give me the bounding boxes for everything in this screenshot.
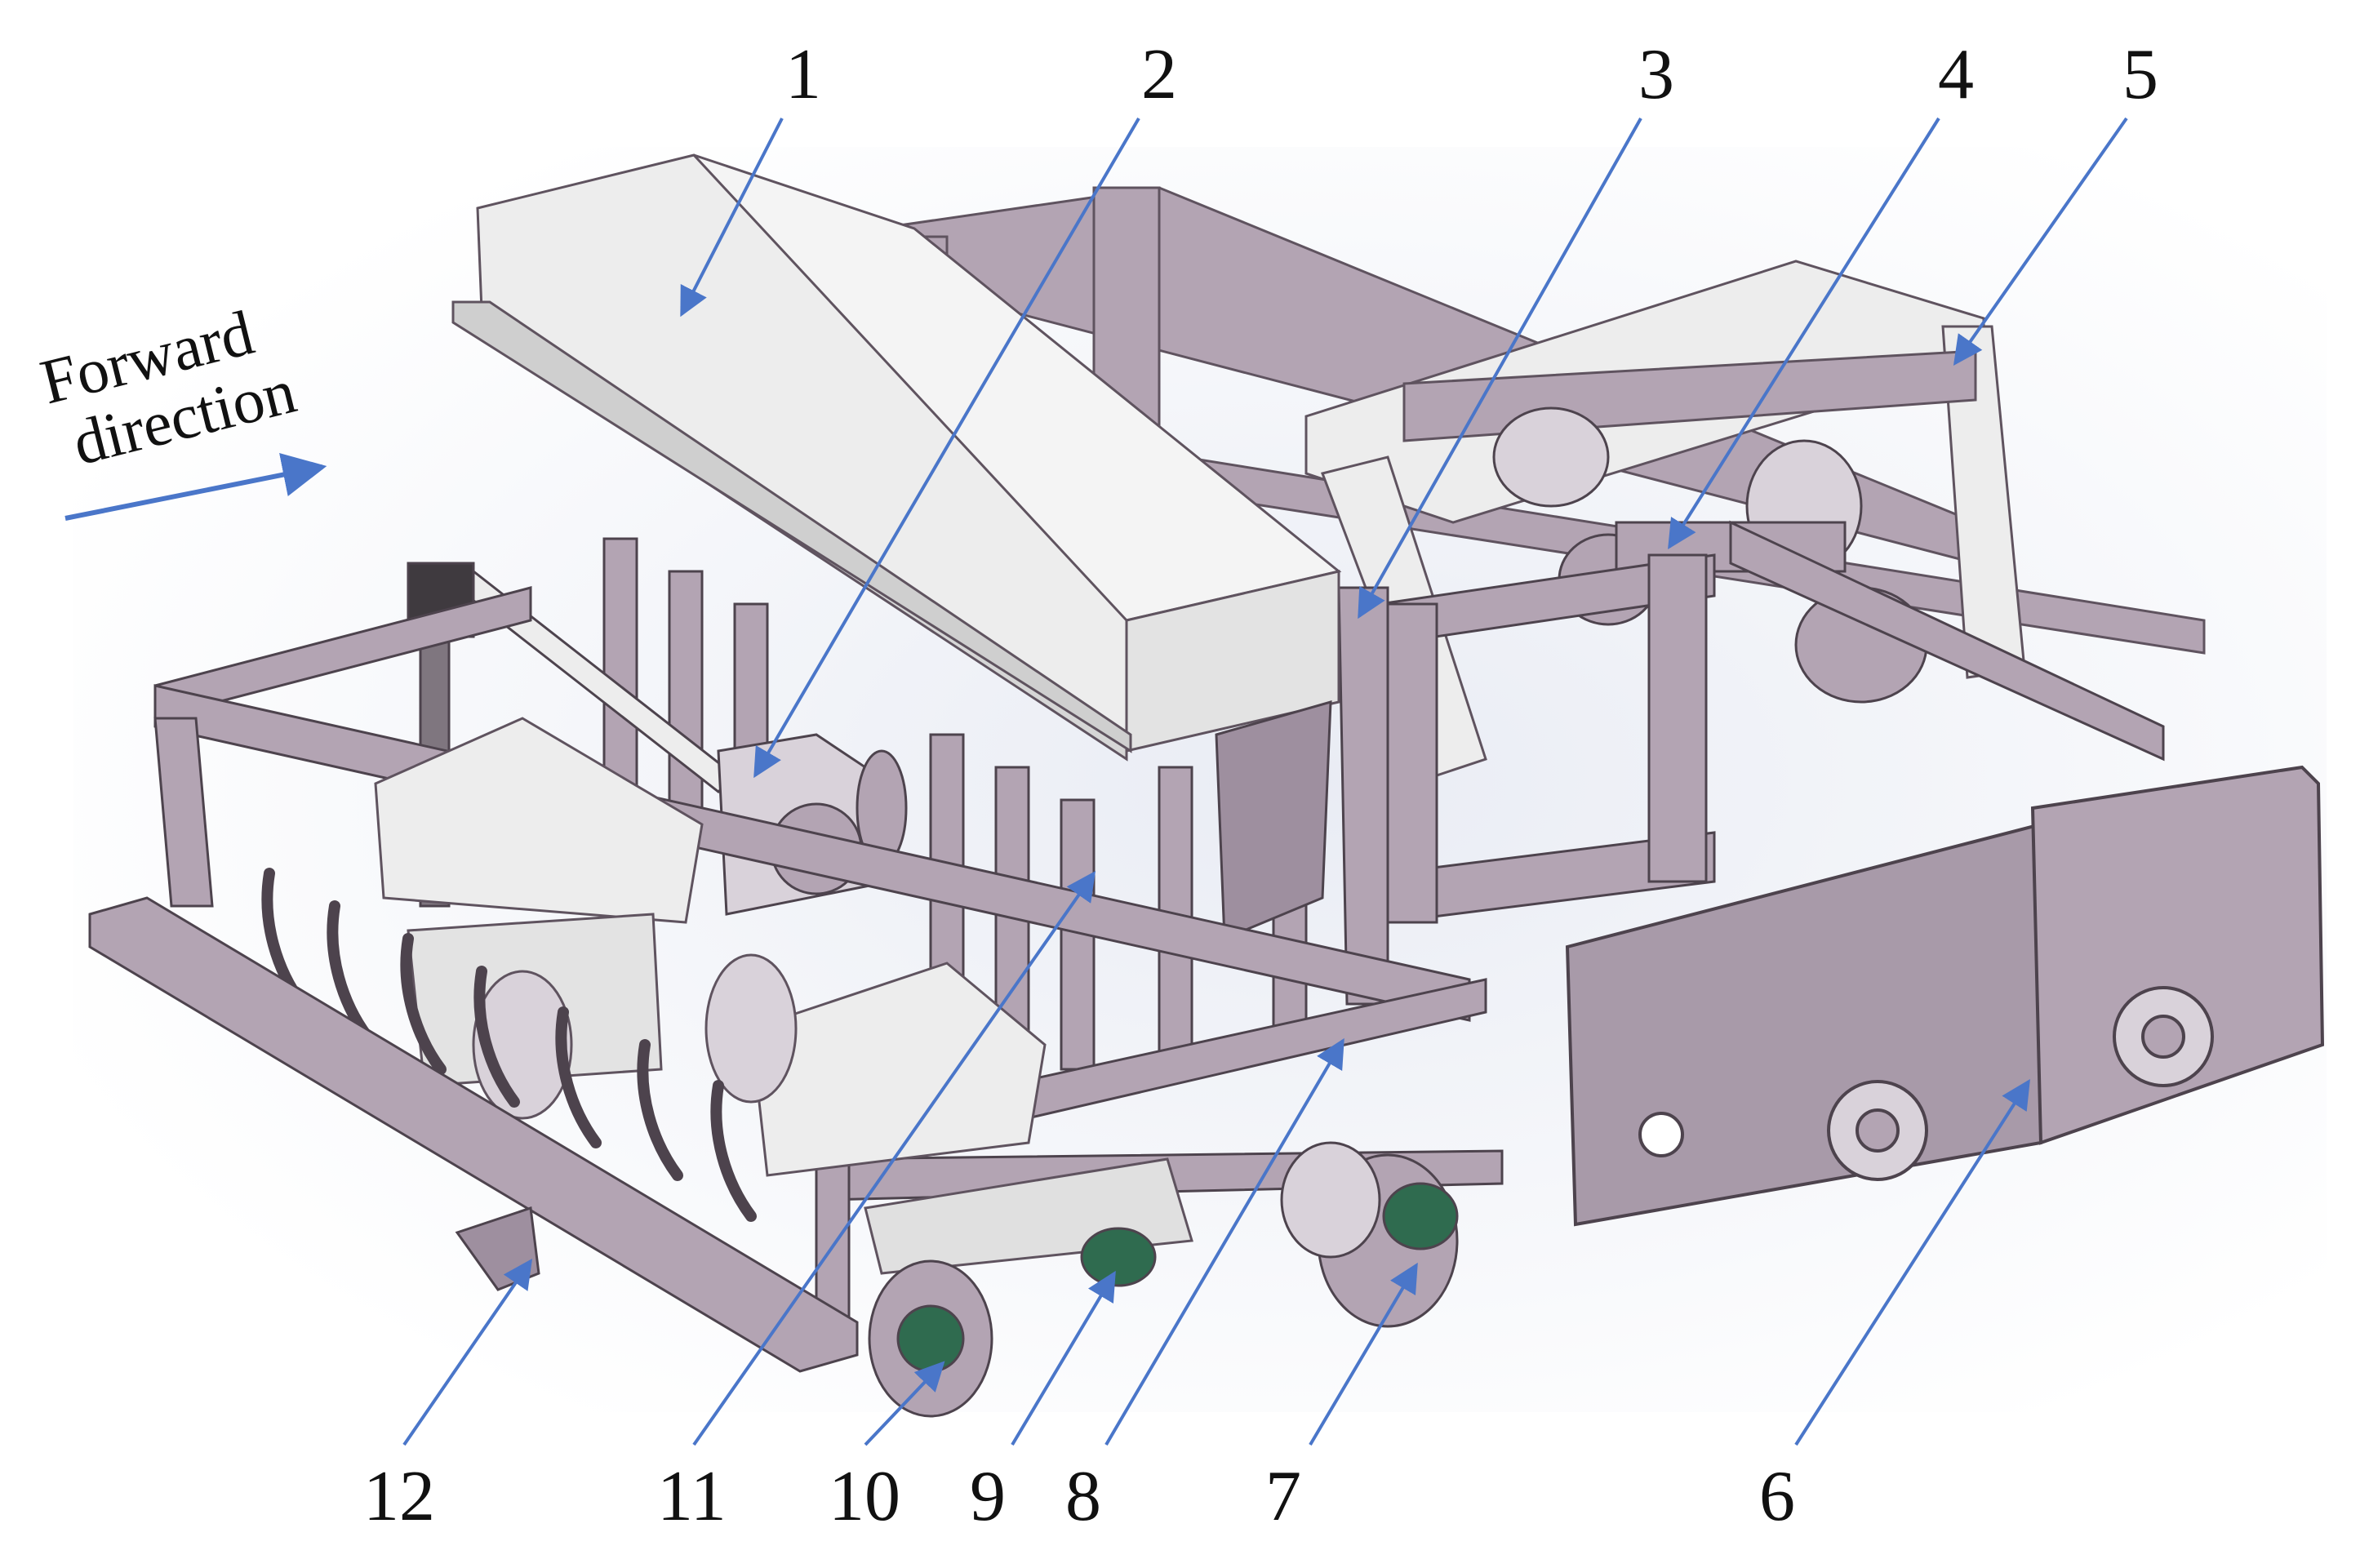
part-label-7: 7: [1265, 1457, 1301, 1536]
leader-4: [1668, 117, 1940, 550]
part-label-1: 1: [785, 35, 821, 114]
leader-2: [753, 117, 1140, 779]
leader-7: [1309, 1262, 1418, 1446]
leader-8: [1104, 1037, 1344, 1446]
leader-12: [402, 1259, 533, 1446]
leader-lines: [402, 117, 2128, 1446]
part-label-9: 9: [970, 1457, 1006, 1536]
wheels: [868, 1141, 1459, 1418]
forward-arrow: [64, 453, 327, 521]
rear-plate: [1565, 765, 2325, 1227]
part-label-6: 6: [1759, 1457, 1795, 1536]
leader-11: [692, 871, 1096, 1446]
part-label-10: 10: [829, 1457, 900, 1536]
part-label-12: 12: [363, 1457, 435, 1536]
leader-5: [1953, 117, 2128, 366]
gearbox: [1492, 406, 2165, 762]
leader-6: [1794, 1078, 2030, 1446]
leader-10: [864, 1361, 945, 1446]
leader-1: [680, 118, 784, 318]
part-label-5: 5: [2122, 35, 2158, 114]
part-label-3: 3: [1638, 35, 1674, 114]
leader-3: [1358, 118, 1642, 620]
part-label-2: 2: [1141, 35, 1177, 114]
part-label-11: 11: [657, 1457, 727, 1536]
leader-9: [1011, 1270, 1116, 1446]
part-label-4: 4: [1938, 35, 1974, 114]
part-label-8: 8: [1065, 1457, 1101, 1536]
